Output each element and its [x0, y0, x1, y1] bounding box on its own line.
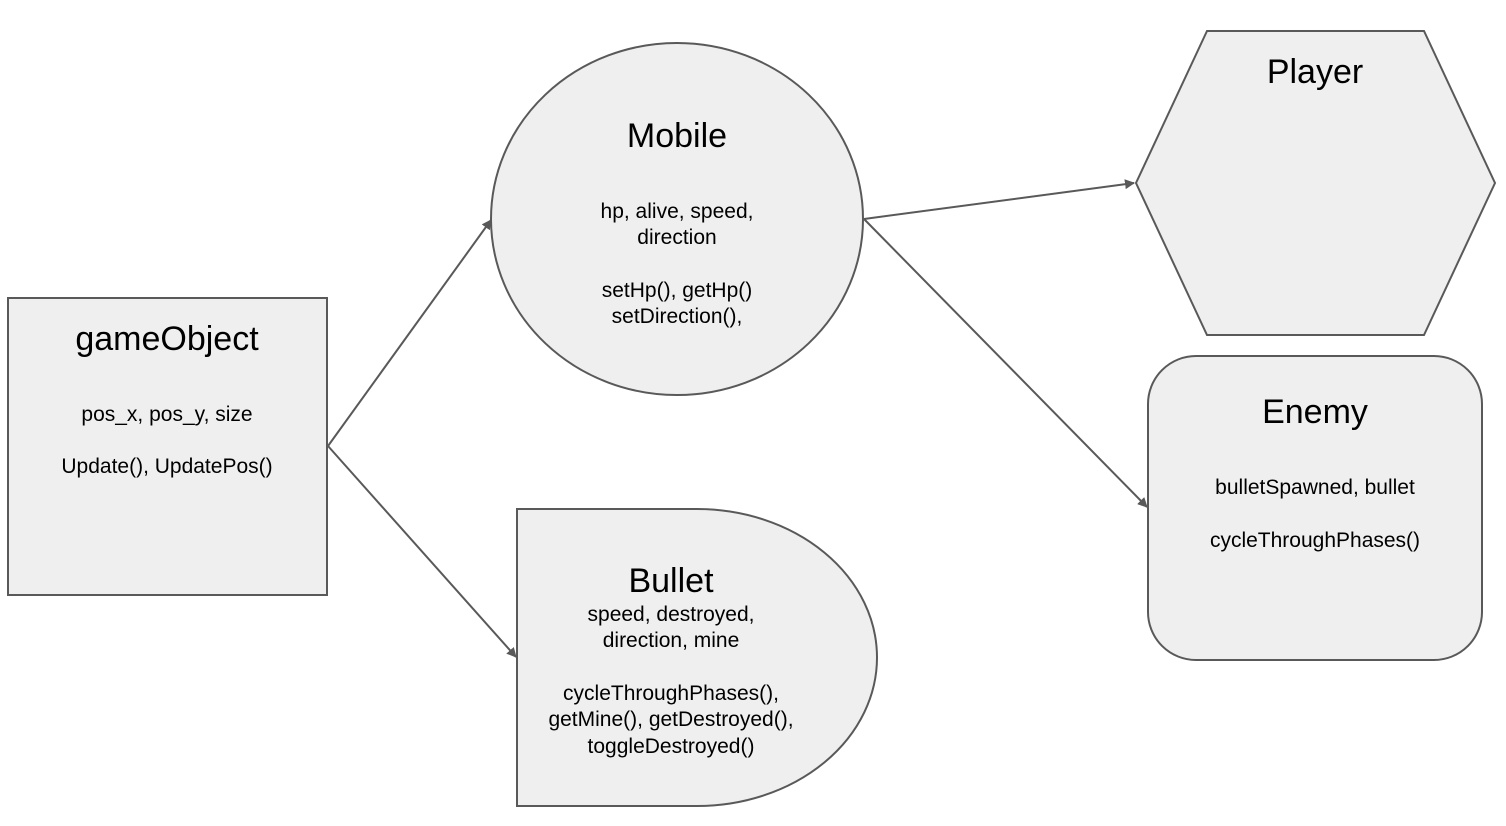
node-player[interactable]: Player — [1134, 30, 1497, 336]
gameobject-line-1: pos_x, pos_y, size — [81, 403, 252, 426]
edges — [327, 179, 1148, 658]
mobile-line-4: setHp(), getHp() — [602, 279, 753, 302]
edge-mobile-to-enemy — [863, 218, 1148, 508]
enemy-line-1: bulletSpawned, bullet — [1215, 476, 1415, 499]
mobile-line-1: hp, alive, speed, — [601, 200, 754, 223]
node-mobile[interactable]: Mobile hp, alive, speed, direction setHp… — [490, 42, 864, 396]
enemy-box — [1147, 355, 1483, 661]
edge-gameobject-to-mobile — [327, 219, 492, 447]
mobile-title: Mobile — [627, 117, 727, 155]
mobile-line-2: direction — [637, 226, 716, 249]
node-enemy[interactable]: Enemy bulletSpawned, bullet cycleThrough… — [1147, 355, 1483, 661]
bullet-shape — [516, 508, 878, 807]
bullet-line-1: speed, destroyed, — [588, 603, 755, 626]
mobile-line-5: setDirection(), — [612, 305, 743, 328]
node-bullet[interactable]: Bullet speed, destroyed, direction, mine… — [516, 508, 878, 807]
bullet-title: Bullet — [628, 562, 714, 600]
bullet-line-5: getMine(), getDestroyed(), — [548, 708, 793, 731]
bullet-line-6: toggleDestroyed() — [588, 735, 755, 758]
bullet-line-4: cycleThroughPhases(), — [563, 682, 779, 705]
gameobject-line-3: Update(), UpdatePos() — [61, 455, 272, 478]
enemy-line-3: cycleThroughPhases() — [1210, 529, 1420, 552]
edge-gameobject-to-bullet — [327, 445, 517, 658]
edge-mobile-to-player — [863, 179, 1135, 220]
mobile-ellipse — [490, 42, 864, 396]
player-title: Player — [1267, 53, 1363, 91]
player-hexagon — [1134, 30, 1497, 336]
bullet-line-2: direction, mine — [603, 629, 740, 652]
gameobject-title: gameObject — [75, 320, 259, 358]
node-gameobject[interactable]: gameObject pos_x, pos_y, size Update(), … — [7, 297, 328, 596]
gameobject-box — [7, 297, 328, 596]
enemy-title: Enemy — [1262, 393, 1368, 431]
